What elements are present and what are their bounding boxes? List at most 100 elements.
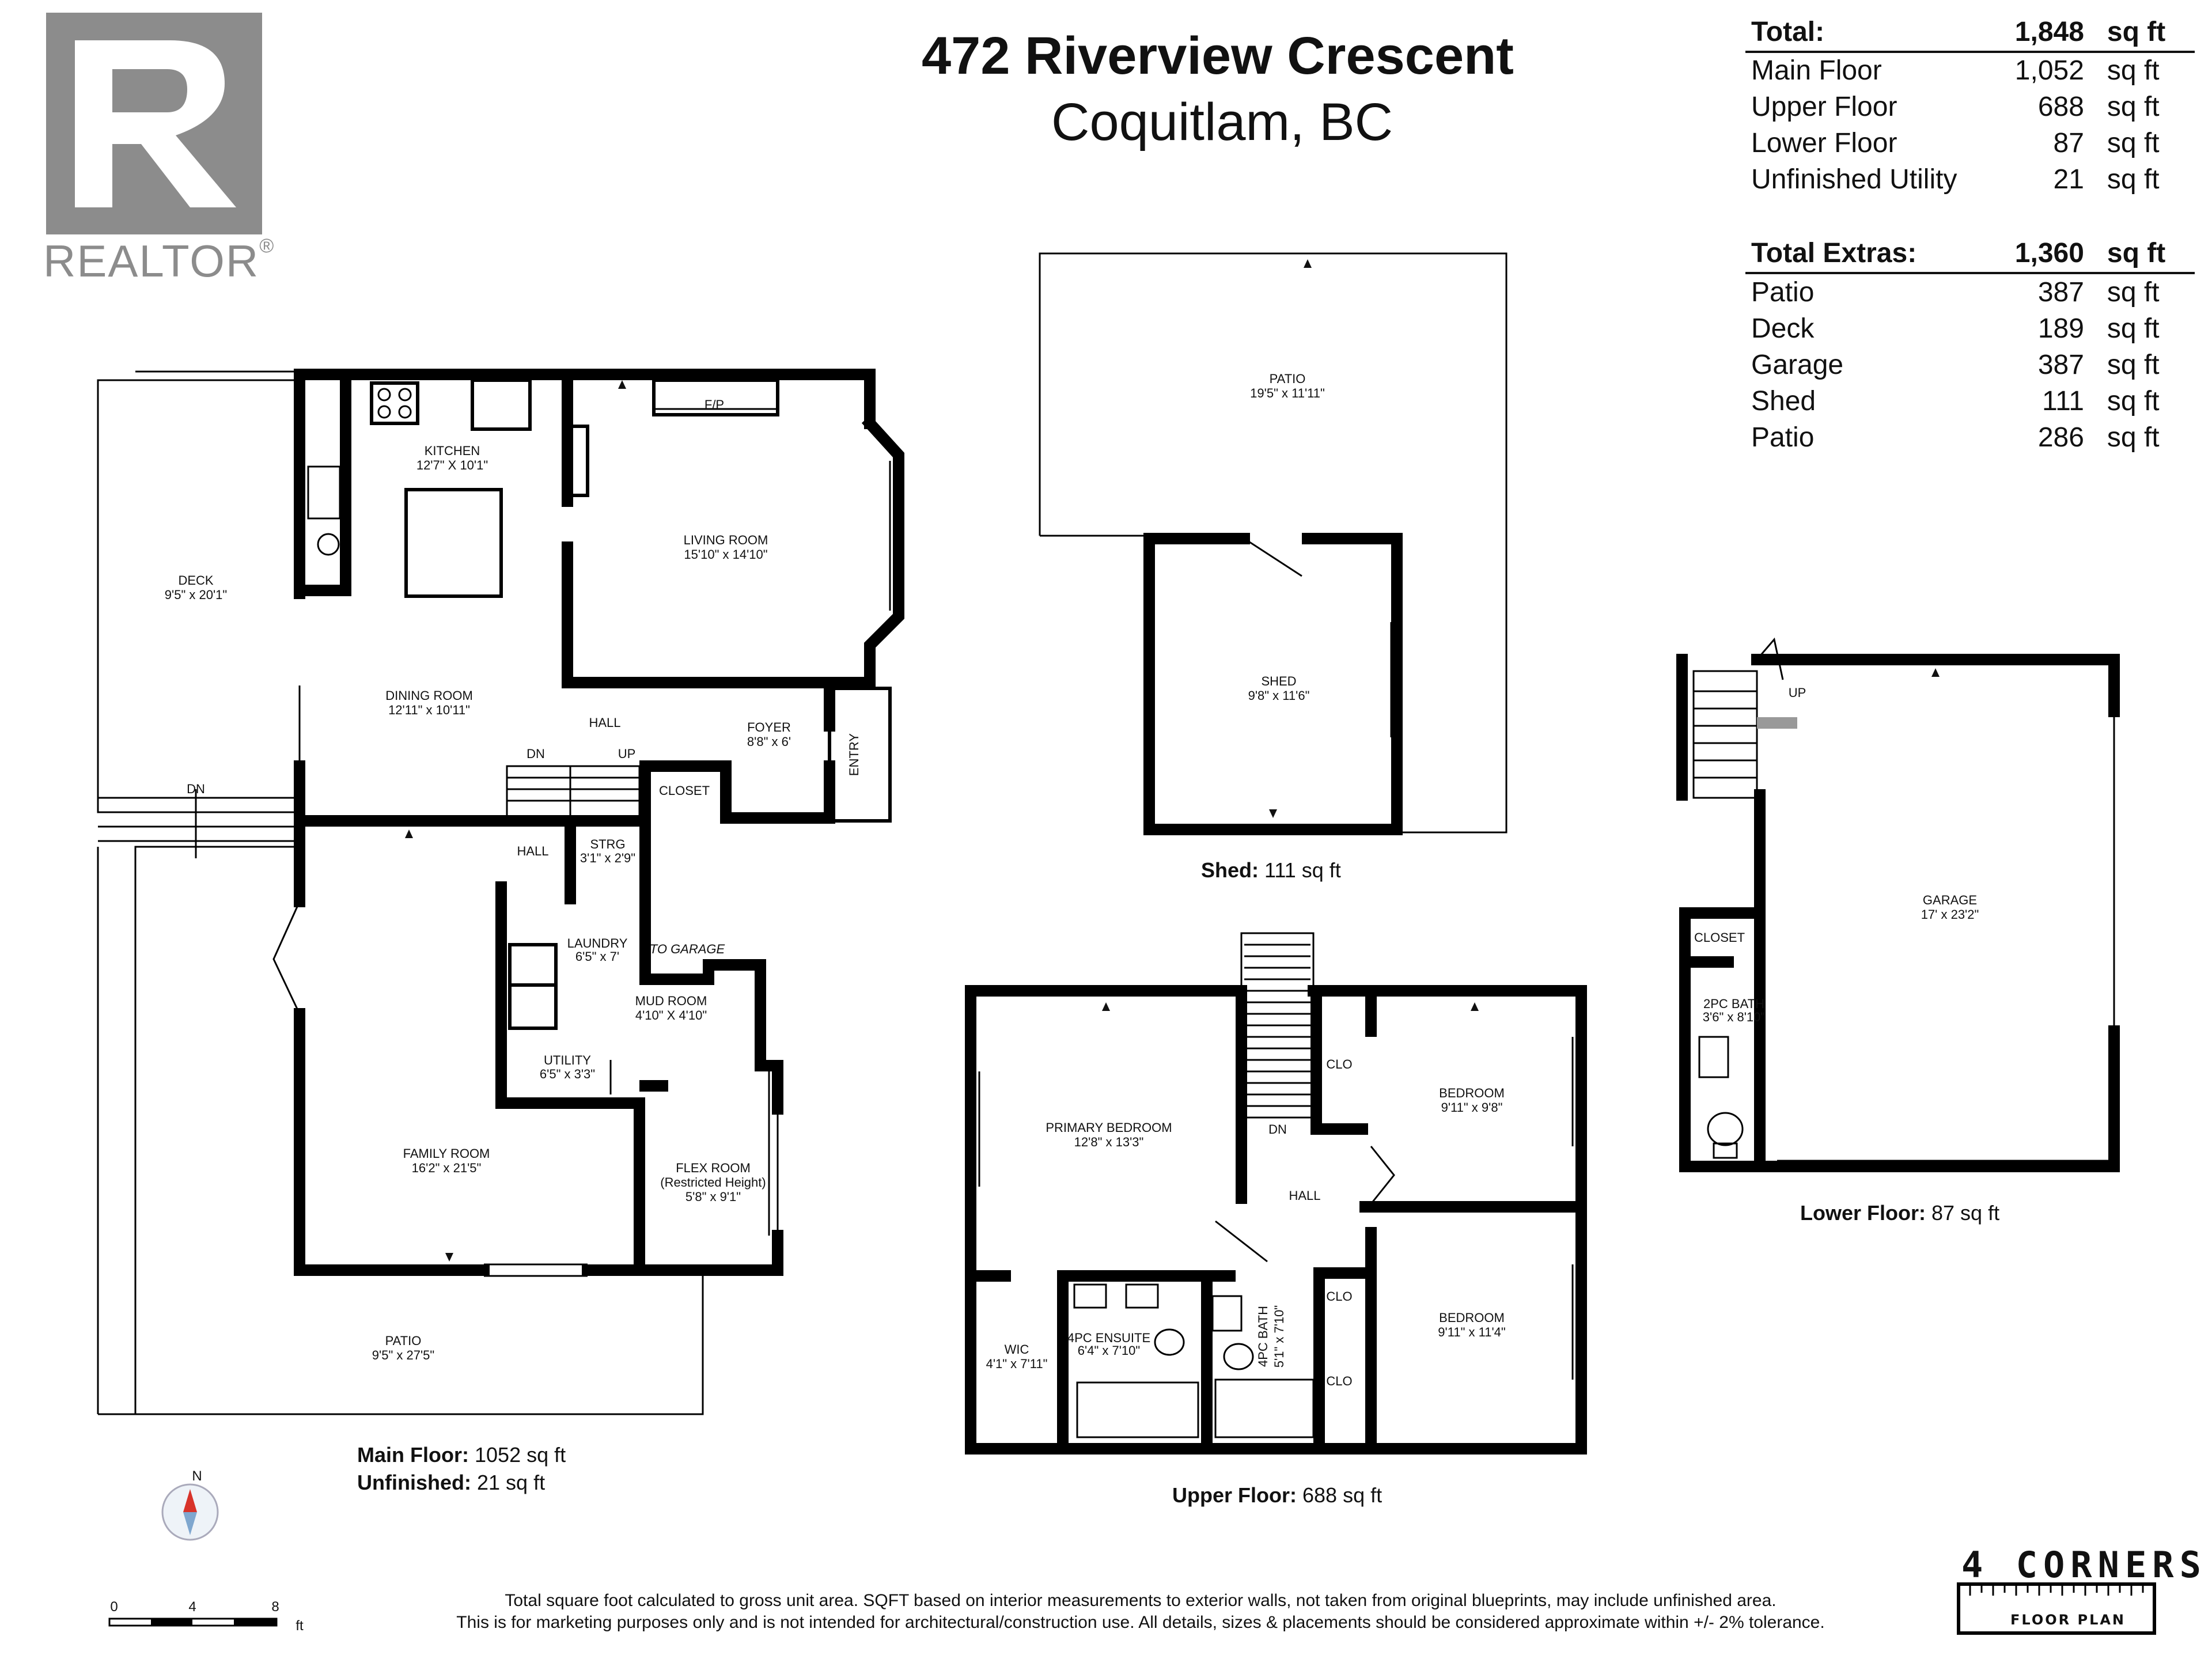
realtor-word: REALTOR <box>43 236 260 286</box>
deck-dim: 9'5" x 20'1" <box>165 588 227 602</box>
room-labels: KITCHEN 12'7" X 10'1" LIVING ROOM 15'10"… <box>110 372 1979 1634</box>
to-garage-label: TO GARAGE <box>650 942 725 956</box>
shed-caption-value: 111 sq ft <box>1264 858 1341 882</box>
scale-label-4: 4 <box>188 1599 196 1615</box>
strg-dim: 3'1" x 2'9" <box>580 851 635 865</box>
wic-dim: 4'1" x 7'11" <box>986 1357 1048 1371</box>
extra-unit: sq ft <box>2107 277 2160 308</box>
upper-floor-plan <box>965 932 1587 1455</box>
bath-2pc-dim: 3'6" x 8'10" <box>1703 1010 1765 1024</box>
floor-label: Main Floor <box>1751 55 1882 86</box>
garage-name: GARAGE <box>1923 893 1977 907</box>
closet-lower-label: CLOSET <box>1694 930 1745 945</box>
extra-unit: sq ft <box>2107 313 2160 344</box>
extras-total-label: Total Extras: <box>1751 238 1917 268</box>
unfinished-caption-label: Unfinished: <box>357 1471 471 1494</box>
brand-line-2: FLOOR PLAN <box>2010 1612 2126 1628</box>
closet-3-label: CLO <box>1326 1374 1352 1388</box>
garage-dim: 17' x 23'2" <box>1921 907 1979 922</box>
upper-caption-label: Upper Floor: <box>1172 1483 1297 1507</box>
extras-total-value: 1,360 <box>2014 238 2084 268</box>
family-room-name: FAMILY ROOM <box>403 1146 490 1161</box>
floor-value: 21 <box>2053 164 2084 195</box>
disclaimer-line-1: Total square foot calculated to gross un… <box>505 1591 1777 1610</box>
lower-caption-label: Lower Floor: <box>1800 1201 1926 1225</box>
scale-label-0: 0 <box>110 1599 118 1615</box>
summary-divider <box>1745 51 2195 53</box>
brand-line-1: 4 CORNERS <box>1961 1544 2207 1586</box>
extra-value: 387 <box>2037 277 2084 308</box>
extra-value: 189 <box>2037 313 2084 344</box>
lower-floor-plan <box>1676 637 2120 1172</box>
patio-main-name: PATIO <box>385 1334 422 1348</box>
lower-caption-value: 87 sq ft <box>1931 1201 2000 1225</box>
foyer-dim: 8'8" x 6' <box>747 734 791 749</box>
upper-caption-value: 688 sq ft <box>1302 1483 1382 1507</box>
bedroom-2-name: BEDROOM <box>1439 1310 1505 1325</box>
shed-dim: 9'8" x 11'6" <box>1248 688 1310 703</box>
floor-unit: sq ft <box>2107 164 2160 195</box>
extra-value: 286 <box>2037 422 2084 453</box>
stairs-up-label: UP <box>618 747 636 761</box>
summary-floor-row: Unfinished Utility 21 sq ft <box>1751 164 2189 195</box>
unfinished-caption: Unfinished: 21 sq ft <box>357 1471 545 1495</box>
floor-label: Unfinished Utility <box>1751 164 1957 195</box>
main-floor-plan <box>97 369 904 1415</box>
fireplace-label: F/P <box>704 397 724 412</box>
dining-room-dim: 12'11" x 10'11" <box>388 703 470 717</box>
primary-bedroom-name: PRIMARY BEDROOM <box>1046 1120 1172 1135</box>
ensuite-name: 4PC ENSUITE <box>1067 1331 1150 1345</box>
primary-bedroom-dim: 12'8" x 13'3" <box>1074 1135 1144 1149</box>
flex-room-note: (Restricted Height) <box>660 1175 766 1190</box>
extra-value: 387 <box>2037 350 2084 380</box>
dining-room-name: DINING ROOM <box>385 688 473 703</box>
patio-upper-name: PATIO <box>1270 372 1306 386</box>
floor-label: Upper Floor <box>1751 92 1897 122</box>
hall-upper-label: HALL <box>1289 1188 1320 1203</box>
floor-unit: sq ft <box>2107 92 2160 122</box>
summary-total-unit: sq ft <box>2107 17 2166 47</box>
utility-name: UTILITY <box>544 1053 591 1067</box>
hall-lower-label: HALL <box>517 844 548 858</box>
scale-unit: ft <box>296 1618 304 1634</box>
extra-value: 111 <box>2041 386 2084 416</box>
compass-icon <box>161 1483 219 1541</box>
closet-1-label: CLO <box>1326 1057 1352 1071</box>
floor-value: 1,052 <box>2014 55 2084 86</box>
bedroom-2-dim: 9'11" x 11'4" <box>1438 1325 1505 1339</box>
floor-value: 688 <box>2037 92 2084 122</box>
utility-dim: 6'5" x 3'3" <box>540 1067 595 1081</box>
summary-total-value: 1,848 <box>2014 17 2084 47</box>
shed-plan <box>1039 252 1508 835</box>
shed-caption-label: Shed: <box>1201 858 1259 882</box>
scale-label-8: 8 <box>271 1599 279 1615</box>
four-corners-logo <box>1957 1582 2156 1635</box>
entry-label: ENTRY <box>847 733 861 776</box>
extra-label: Deck <box>1751 313 1815 344</box>
bedroom-1-dim: 9'11" x 9'8" <box>1441 1100 1503 1115</box>
patio-upper-dim: 19'5" x 11'11" <box>1250 386 1325 400</box>
shed-caption: Shed: 111 sq ft <box>1201 858 1341 882</box>
living-room-dim: 15'10" x 14'10" <box>684 547 767 562</box>
main-caption-value: 1052 sq ft <box>475 1443 566 1467</box>
floor-label: Lower Floor <box>1751 128 1897 158</box>
bedroom-1-name: BEDROOM <box>1439 1086 1505 1100</box>
summary-floor-row: Lower Floor 87 sq ft <box>1751 127 2189 159</box>
stairs-up-lower-label: UP <box>1789 685 1806 700</box>
bath-4pc-dim: 5'1" x 7'10" <box>1272 1305 1286 1368</box>
kitchen-dim: 12'7" X 10'1" <box>416 458 488 472</box>
flex-room-name: FLEX ROOM <box>676 1161 751 1175</box>
upper-floor-caption: Upper Floor: 688 sq ft <box>1172 1483 1382 1508</box>
floor-unit: sq ft <box>2107 128 2160 158</box>
summary-extra-row: Patio 387 sq ft <box>1751 276 2189 308</box>
living-room-name: LIVING ROOM <box>684 533 768 547</box>
patio-main-dim: 9'5" x 27'5" <box>372 1348 434 1362</box>
stairs-dn-label: DN <box>527 747 545 761</box>
flex-room-dim: 5'8" x 9'1" <box>685 1190 741 1204</box>
unfinished-caption-value: 21 sq ft <box>477 1471 546 1494</box>
extra-label: Patio <box>1751 277 1815 308</box>
disclaimer-line-2: This is for marketing purposes only and … <box>456 1613 1825 1632</box>
summary-total-label: Total: <box>1751 17 1825 47</box>
foyer-name: FOYER <box>747 720 791 734</box>
